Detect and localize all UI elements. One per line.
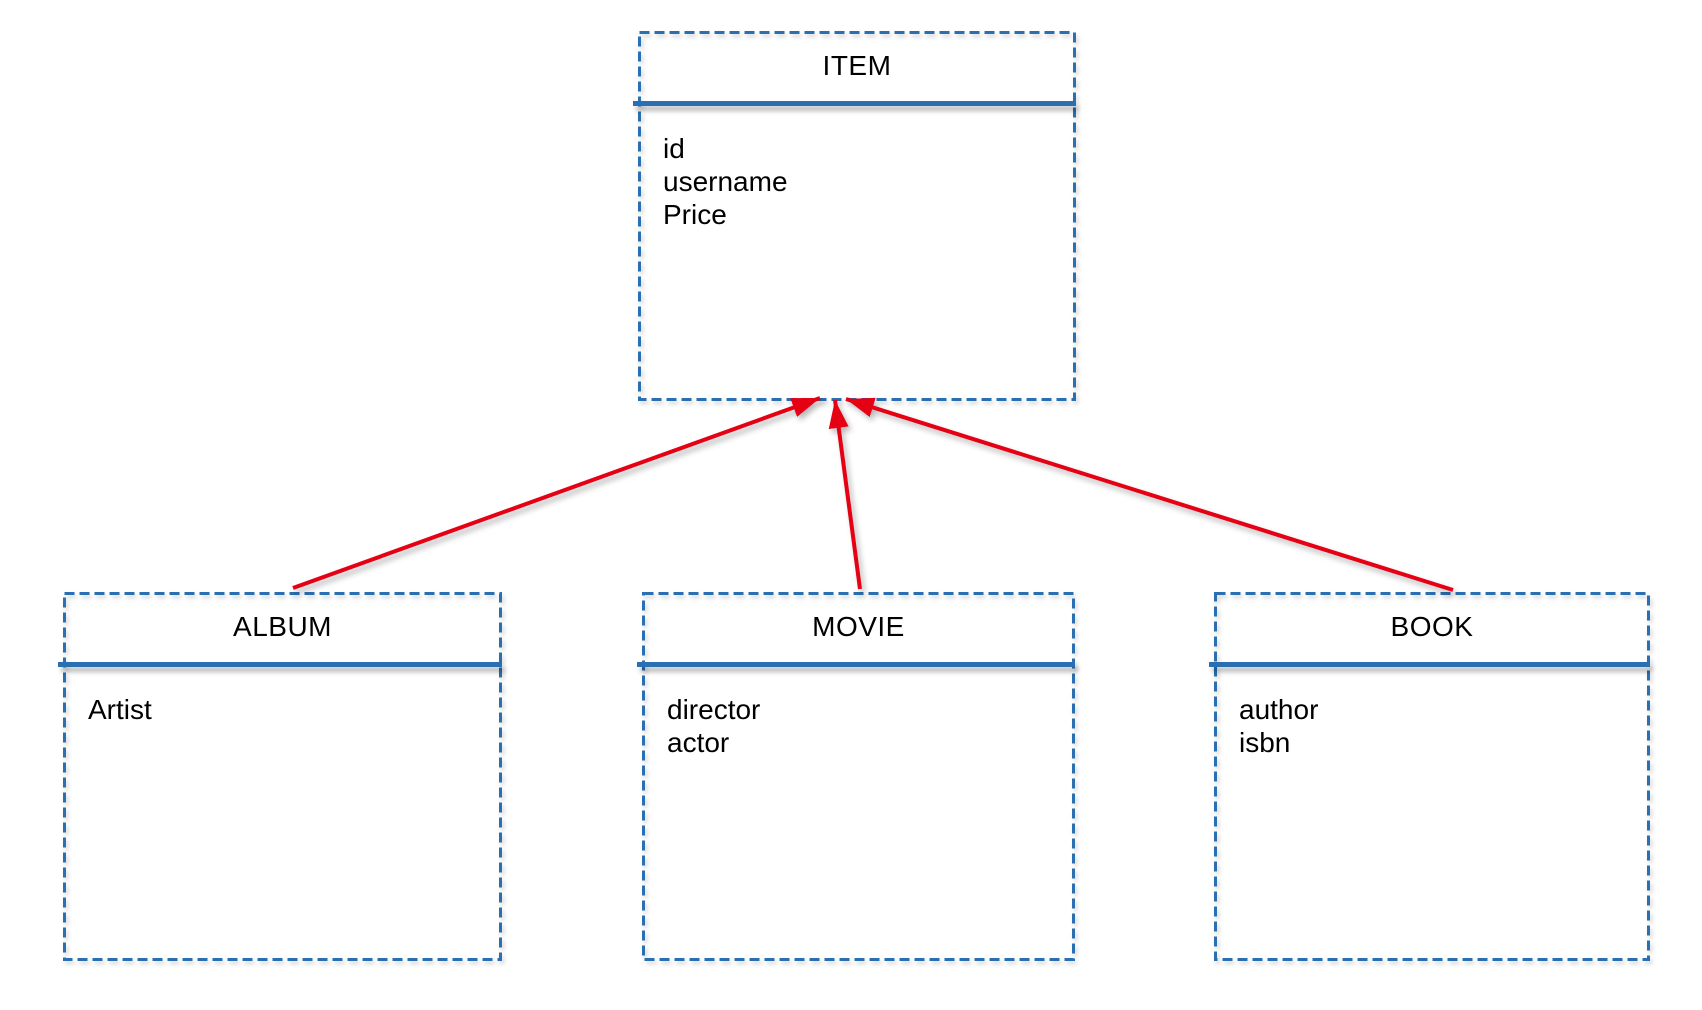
- field-label: isbn: [1239, 727, 1291, 758]
- header-separator: [633, 101, 1076, 106]
- field-label: director: [667, 694, 761, 725]
- entity-movie-header: MOVIE: [642, 592, 1075, 662]
- inheritance-arrow-movie-to-item[interactable]: [828, 399, 862, 590]
- field-label: username: [663, 166, 788, 197]
- entity-album-fields: Artist: [63, 667, 502, 961]
- inheritance-arrow-book-to-item[interactable]: [845, 397, 1454, 592]
- entity-album-header: ALBUM: [63, 592, 502, 662]
- header-separator: [58, 662, 502, 667]
- field-label: Price: [663, 199, 727, 230]
- field-label: actor: [667, 727, 730, 758]
- header-separator: [637, 662, 1075, 667]
- entity-album[interactable]: ALBUM Artist: [58, 592, 502, 961]
- header-separator: [1209, 662, 1650, 667]
- entity-title: MOVIE: [812, 611, 905, 642]
- field-label: author: [1239, 694, 1319, 725]
- inheritance-arrow-album-to-item[interactable]: [292, 396, 821, 590]
- entity-book-header: BOOK: [1214, 592, 1650, 662]
- entity-item-header: ITEM: [638, 31, 1076, 101]
- entity-title: ALBUM: [233, 611, 332, 642]
- entity-title: BOOK: [1390, 611, 1474, 642]
- field-label: id: [663, 133, 685, 164]
- field-label: Artist: [88, 694, 152, 725]
- entity-title: ITEM: [822, 50, 892, 81]
